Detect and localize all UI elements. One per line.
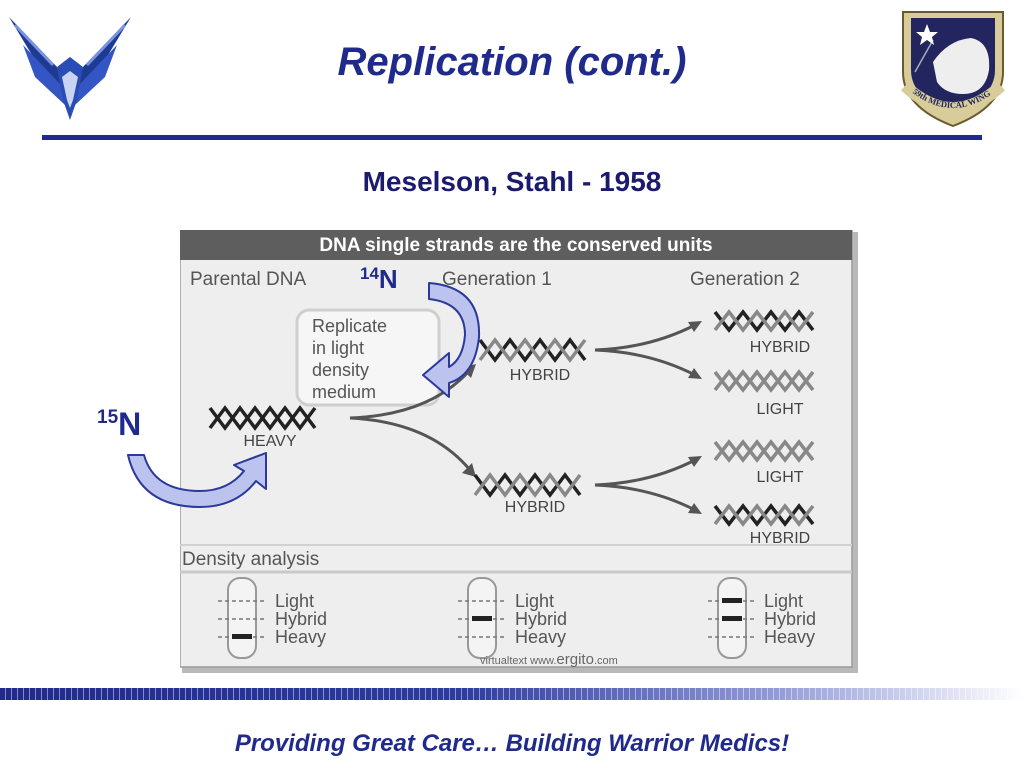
- curved-arrow-14n: [422, 282, 481, 398]
- dna-helix-heavy: [208, 405, 317, 431]
- light-medium-label: Replicate in light density medium: [312, 316, 387, 402]
- medical-wing-emblem: 59th MEDICAL WING: [900, 11, 1006, 128]
- tube2-light-label: Light: [515, 591, 554, 611]
- figure-credit: virtualtext www.ergito.com: [480, 651, 618, 668]
- dna-helix-gen2-2: [713, 369, 815, 393]
- gen1-label-bottom: HYBRID: [505, 499, 565, 516]
- gen1-label-top: HYBRID: [510, 367, 570, 384]
- footer-band: [0, 688, 1024, 700]
- branch-arrows: [349, 323, 696, 512]
- nitrogen-14-label: 14N: [360, 264, 398, 294]
- tube2-heavy-label: Heavy: [515, 627, 566, 647]
- column-generation1-label: Generation 1: [442, 269, 552, 290]
- gen2-label-4: HYBRID: [750, 530, 810, 547]
- replication-figure: DNA single strands are the conserved uni…: [180, 230, 858, 673]
- dna-helix-gen2-3: [713, 439, 815, 463]
- dna-helix-gen2-4: [713, 503, 815, 527]
- title-divider: [42, 135, 982, 140]
- svg-text:in light: in light: [312, 338, 364, 358]
- air-force-logo: [9, 17, 131, 120]
- wings-icon: [9, 17, 131, 120]
- dna-helix-gen1-hybrid-bottom: [473, 472, 582, 498]
- tube3-heavy-label: Heavy: [764, 627, 815, 647]
- light-medium-box: [295, 308, 441, 407]
- tube2-hybrid-label: Hybrid: [515, 609, 567, 629]
- tube1-heavy-label: Heavy: [275, 627, 326, 647]
- tube3-hybrid-label: Hybrid: [764, 609, 816, 629]
- svg-text:medium: medium: [312, 382, 376, 402]
- figure-header: DNA single strands are the conserved uni…: [319, 235, 712, 256]
- star-icon: [916, 24, 938, 45]
- slide-title: Replication (cont.): [337, 40, 687, 84]
- curved-arrow-15n: [127, 452, 267, 508]
- tube1-hybrid-label: Hybrid: [275, 609, 327, 629]
- column-generation2-label: Generation 2: [690, 269, 800, 290]
- svg-text:density: density: [312, 360, 369, 380]
- nitrogen-15-label: 15N: [97, 406, 142, 442]
- test-tube-1: [218, 577, 266, 659]
- gen2-label-3: LIGHT: [756, 469, 803, 486]
- column-parental-label: Parental DNA: [190, 269, 306, 290]
- footer-slogan: Providing Great Care… Building Warrior M…: [234, 730, 790, 757]
- slide-subtitle: Meselson, Stahl - 1958: [362, 166, 662, 197]
- svg-text:Replicate: Replicate: [312, 316, 387, 336]
- gen2-label-2: LIGHT: [756, 401, 803, 418]
- gen2-label-1: HYBRID: [750, 339, 810, 356]
- tube1-light-label: Light: [275, 591, 314, 611]
- density-analysis-title: Density analysis: [182, 549, 319, 570]
- test-tube-3: [708, 577, 756, 659]
- dna-helix-gen1-hybrid-top: [478, 337, 587, 363]
- dna-helix-gen2-1: [713, 309, 815, 333]
- tube3-light-label: Light: [764, 591, 803, 611]
- heavy-label: HEAVY: [243, 433, 296, 450]
- test-tube-2: [458, 577, 506, 659]
